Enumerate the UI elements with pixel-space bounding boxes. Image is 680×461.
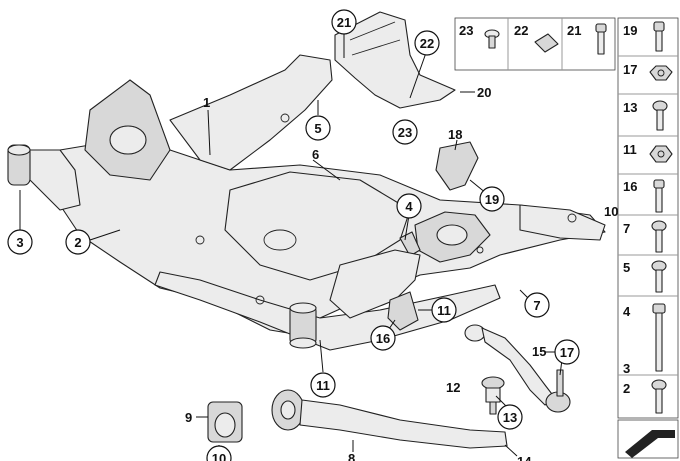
ball-joint (481, 376, 505, 415)
bolt-4-3-icon (652, 303, 666, 372)
label-10: 10 (604, 204, 618, 219)
bolt-16-icon (653, 179, 665, 213)
svg-text:11: 11 (437, 303, 451, 318)
callout-11-lower: 11 (310, 372, 336, 398)
tension-strut (464, 324, 571, 413)
bolt-5-icon (651, 260, 667, 293)
legend-side-17: 17 (623, 62, 637, 77)
legend-side-13: 13 (623, 100, 637, 115)
callout-4: 4 (396, 193, 422, 219)
callout-3: 3 (7, 229, 33, 255)
label-8: 8 (348, 451, 355, 461)
bushing-9 (207, 401, 243, 443)
callout-17: 17 (554, 339, 580, 365)
svg-text:23: 23 (398, 125, 412, 140)
svg-text:3: 3 (16, 235, 23, 250)
callout-13: 13 (497, 404, 523, 430)
label-20: 20 (477, 85, 491, 100)
screw-23-icon (484, 29, 500, 49)
svg-text:16: 16 (376, 331, 390, 346)
label-6: 6 (312, 147, 319, 162)
callout-19: 19 (479, 186, 505, 212)
label-18: 18 (448, 127, 462, 142)
label-14: 14 (517, 454, 532, 461)
callout-5: 5 (305, 115, 331, 141)
label-9: 9 (185, 410, 192, 425)
leader-lines (19, 34, 564, 457)
control-arm (271, 389, 508, 449)
legend-top-panel (454, 17, 616, 71)
callout-22: 22 (414, 30, 440, 56)
label-15: 15 (532, 344, 546, 359)
label-12: 12 (446, 380, 460, 395)
callout-21: 21 (331, 9, 357, 35)
legend-side-11: 11 (623, 142, 637, 157)
bolt-7-icon (651, 220, 667, 253)
svg-text:17: 17 (560, 345, 574, 360)
callout-7: 7 (524, 292, 550, 318)
callout-23: 23 (392, 119, 418, 145)
bolt-19-icon (653, 21, 665, 52)
legend-top-21: 21 (567, 23, 581, 38)
svg-text:2: 2 (74, 235, 81, 250)
legend-side-3: 3 (623, 361, 630, 376)
front-axle-support (7, 54, 606, 351)
svg-text:11: 11 (316, 378, 330, 393)
svg-text:4: 4 (405, 199, 413, 214)
label-1: 1 (203, 95, 210, 110)
svg-text:13: 13 (503, 410, 517, 425)
clip-22-icon (534, 33, 559, 53)
svg-text:7: 7 (533, 298, 540, 313)
legend-top-23: 23 (459, 23, 473, 38)
legend-top-22: 22 (514, 23, 528, 38)
legend-side-7: 7 (623, 221, 630, 236)
legend-side-16: 16 (623, 179, 637, 194)
callout-10: 10 (206, 445, 232, 461)
callout-16: 16 (370, 325, 396, 351)
heat-shield (334, 11, 456, 109)
legend-side-2: 2 (623, 381, 630, 396)
corner-arrow-icon (617, 419, 679, 459)
legend-side-19: 19 (623, 23, 637, 38)
nut-17-icon (649, 65, 673, 81)
bolt-21-icon (595, 23, 607, 55)
legend-side-5: 5 (623, 260, 630, 275)
svg-text:21: 21 (337, 15, 351, 30)
bolt-13-icon (652, 100, 668, 131)
svg-text:5: 5 (314, 121, 321, 136)
nut-11-icon (649, 145, 673, 163)
bolt-2-icon (651, 379, 667, 414)
svg-text:22: 22 (420, 36, 434, 51)
bracket-18 (435, 141, 479, 191)
svg-text:10: 10 (212, 451, 226, 461)
svg-text:19: 19 (485, 192, 499, 207)
legend-side-panel (617, 17, 679, 419)
callout-11-upper: 11 (431, 297, 457, 323)
legend-side-4: 4 (623, 304, 631, 319)
callout-2: 2 (65, 229, 91, 255)
